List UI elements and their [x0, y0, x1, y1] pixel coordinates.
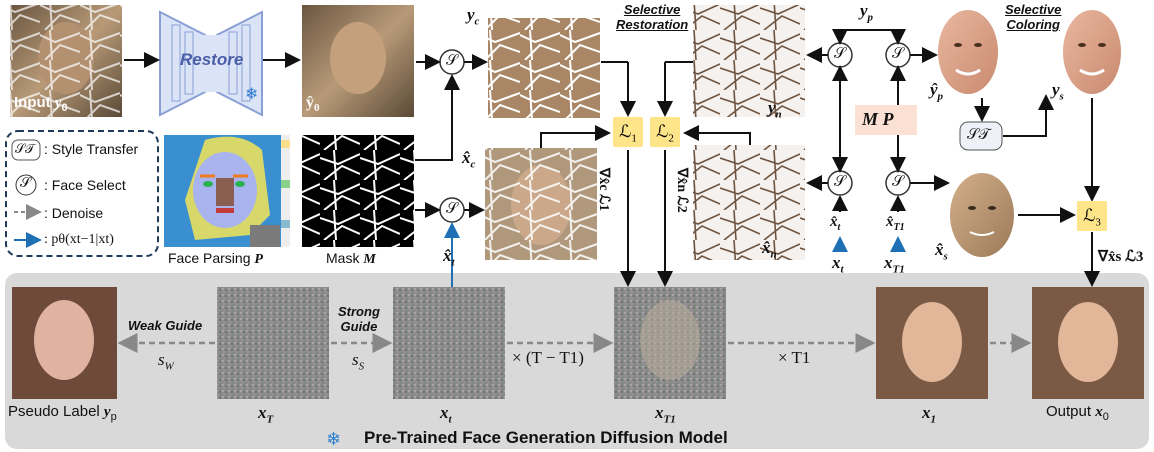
legend-denoise-label: : Denoise — [44, 205, 104, 221]
legend-st-symbol: 𝒮𝒯 — [15, 141, 36, 156]
xt-label: xt — [440, 403, 452, 426]
mp-box — [855, 105, 917, 135]
xT1-noise — [614, 287, 726, 399]
xs-hat-face — [950, 173, 1014, 257]
x1-photo — [876, 287, 988, 399]
select-circle-4: 𝒮 — [892, 46, 904, 62]
face-parsing-label: Face Parsing P — [168, 250, 263, 267]
mp-label: M P — [862, 109, 894, 129]
grad-L2: ∇x̂n ℒ2 — [674, 168, 689, 213]
legend-s-circle — [15, 174, 37, 196]
xt-noise — [393, 287, 505, 399]
restored-label: ŷ0 — [306, 94, 320, 115]
x0-photo — [1032, 287, 1144, 399]
ys-face — [1063, 10, 1121, 94]
grad-L3: ∇x̂s ℒ3 — [1098, 249, 1144, 265]
xT-noise — [217, 287, 329, 399]
restore-label: Restore — [180, 50, 244, 69]
mask-image — [302, 135, 414, 247]
xt-hat-right-label: x̂t — [830, 214, 841, 233]
pseudo-label-text: Pseudo Label yp — [8, 403, 117, 423]
sw-label: sW — [158, 350, 174, 373]
times-T1: × T1 — [778, 348, 811, 367]
xc-hat-photo — [485, 148, 597, 260]
select-circle-3: 𝒮 — [834, 46, 846, 62]
yp-hat-label: ŷp — [930, 80, 944, 103]
yc-label: yc — [467, 5, 480, 28]
ss-label: sS — [352, 350, 365, 373]
yc-photo — [488, 18, 600, 118]
select-circle-6: 𝒮 — [892, 174, 904, 190]
yp-hat-face — [938, 10, 998, 94]
ys-label: ys — [1052, 80, 1064, 103]
legend-st-box — [11, 139, 41, 161]
model-title: Pre-Trained Face Generation Diffusion Mo… — [364, 428, 728, 447]
yn-label: yn — [768, 98, 782, 121]
yp-label: yp — [860, 1, 874, 24]
xT1-hat-label: x̂T1 — [886, 214, 905, 233]
xc-hat-label: x̂c — [462, 148, 476, 171]
loss-L2: ℒ2 — [650, 117, 680, 147]
xt-hat-label: x̂t — [443, 246, 455, 269]
xs-hat-label: x̂s — [935, 240, 948, 263]
restore-network — [159, 10, 263, 117]
x1-label: x1 — [922, 403, 936, 426]
snowflake-icon: ❄ — [326, 429, 341, 450]
grad-L1: ∇x̂c ℒ1 — [596, 168, 611, 212]
legend-st-label: : Style Transfer — [44, 141, 139, 157]
xT-label: xT — [258, 403, 274, 426]
face-parsing-map — [164, 135, 290, 247]
legend-s-label: : Face Select — [44, 177, 126, 193]
st-box — [959, 121, 1003, 151]
xn-hat-label: x̂n — [762, 238, 777, 261]
yn-photo — [693, 5, 805, 117]
mask-label: Mask M — [326, 250, 376, 267]
weak-guide-label: Weak Guide — [128, 318, 203, 333]
loss-L3: ℒ3 — [1077, 201, 1107, 231]
times-T-minus-T1: × (T − T1) — [512, 348, 584, 367]
loss-L1: ℒ1 — [613, 117, 643, 147]
restored-photo — [302, 5, 414, 117]
xT1-right-label: xT1 — [884, 253, 905, 276]
output-label: Output x0 — [1046, 403, 1109, 423]
legend-box — [5, 130, 159, 257]
xT1-label: xT1 — [655, 403, 676, 426]
xn-hat-photo — [693, 145, 805, 260]
legend-p-label: : pθ(xt−1|xt) — [44, 232, 114, 247]
xt-right-label: xt — [832, 253, 844, 276]
select-circle-1: 𝒮 — [446, 53, 458, 69]
input-label: Input y0 — [14, 94, 68, 114]
input-photo — [10, 5, 122, 117]
legend-s-symbol: 𝒮 — [20, 176, 31, 191]
select-circle-5: 𝒮 — [834, 174, 846, 190]
snowflake-icon: ❄ — [245, 84, 258, 103]
select-circle-2: 𝒮 — [446, 201, 458, 217]
pseudo-label-photo — [12, 287, 117, 399]
st-box-label: 𝒮𝒯 — [967, 127, 991, 143]
